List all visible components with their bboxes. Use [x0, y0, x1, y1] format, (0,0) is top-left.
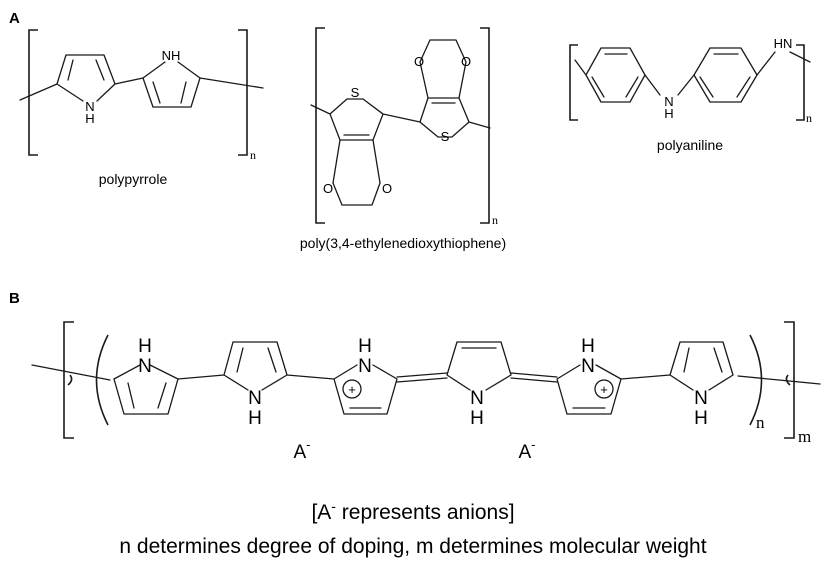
- caption-line-1: [A- represents anions]: [311, 498, 514, 524]
- atom-label: O: [461, 54, 471, 69]
- pyrrole-ring-6: [669, 341, 734, 391]
- atom-label: HN: [774, 36, 793, 51]
- charge-label: +: [600, 382, 608, 397]
- positive-charge-icon: [342, 379, 362, 399]
- atom-label: S: [351, 85, 360, 100]
- pyrrole-ring-2: [223, 341, 288, 391]
- atom-label: H: [358, 336, 372, 357]
- polyaniline-left-bracket: [569, 44, 578, 121]
- anion-label: A-: [518, 437, 535, 463]
- pedot-structure: S O O S O O n poly(3,4-ethylenedioxythio…: [300, 27, 506, 251]
- polyaniline-structure: N H HN n polyaniline: [569, 36, 812, 153]
- pyrrole-ring-4: [446, 341, 512, 391]
- polypyrrole-ring-2: [142, 61, 201, 108]
- inner-right-paren: [749, 334, 763, 426]
- polyaniline-right-bracket: [796, 44, 805, 121]
- atom-label: N: [358, 356, 372, 377]
- repeat-n-label: n: [756, 413, 765, 432]
- pedot-right-bracket: [480, 27, 490, 224]
- outer-right-bracket: [784, 321, 795, 439]
- atom-label: N: [138, 356, 152, 377]
- atom-label: H: [138, 336, 152, 357]
- polypyrrole-label: polypyrrole: [99, 171, 168, 187]
- atom-label: O: [414, 54, 424, 69]
- atom-label: N: [248, 388, 262, 409]
- pyrrole-ring-1: [113, 364, 179, 415]
- pedot-repeat-n: n: [492, 213, 498, 227]
- pedot-left-bracket: [315, 27, 325, 224]
- atom-label: H: [664, 106, 673, 121]
- atom-label: H: [85, 111, 94, 126]
- charge-label: +: [348, 382, 356, 397]
- pedot-dioxane-1: [419, 39, 467, 63]
- atom-label: N: [664, 94, 673, 109]
- polyaniline-ring-1: [585, 47, 646, 103]
- doped-polypyrrole-structure: H N N H H N + N H H N + N H: [31, 321, 821, 463]
- pyrrole-ring-5-cation: [556, 364, 622, 415]
- panel-b-label: B: [9, 290, 20, 307]
- atom-label: NH: [162, 48, 181, 63]
- atom-label: S: [441, 129, 450, 144]
- polypyrrole-left-bracket: [28, 29, 38, 156]
- outer-left-bracket: [63, 321, 74, 439]
- atom-label: H: [248, 408, 262, 429]
- polypyrrole-ring-1: [56, 54, 116, 102]
- anion-label: A-: [293, 437, 310, 463]
- pyrrole-ring-3-cation: [333, 364, 398, 415]
- polypyrrole-repeat-n: n: [250, 148, 256, 162]
- polyaniline-repeat-n: n: [806, 111, 812, 125]
- atom-label: O: [382, 181, 392, 196]
- positive-charge-icon: [594, 379, 614, 399]
- atom-label: H: [694, 408, 708, 429]
- atom-label: N: [694, 388, 708, 409]
- caption-line-2: n determines degree of doping, m determi…: [119, 535, 706, 558]
- repeat-m-label: m: [798, 427, 811, 446]
- atom-label: N: [470, 388, 484, 409]
- atom-label: N: [85, 99, 94, 114]
- polypyrrole-right-bracket: [238, 29, 248, 156]
- pedot-label: poly(3,4-ethylenedioxythiophene): [300, 235, 506, 251]
- atom-label: H: [581, 336, 595, 357]
- atom-label: N: [581, 356, 595, 377]
- atom-label: O: [323, 181, 333, 196]
- atom-label: H: [470, 408, 484, 429]
- pedot-dioxane-2: [332, 182, 381, 206]
- inner-left-paren: [95, 334, 109, 426]
- polyaniline-label: polyaniline: [657, 137, 723, 153]
- polypyrrole-structure: N H NH n polypyrrole: [19, 29, 264, 187]
- pedot-thiophene-2: [329, 98, 384, 141]
- polyaniline-ring-2: [693, 47, 758, 103]
- panel-a-label: A: [9, 10, 20, 27]
